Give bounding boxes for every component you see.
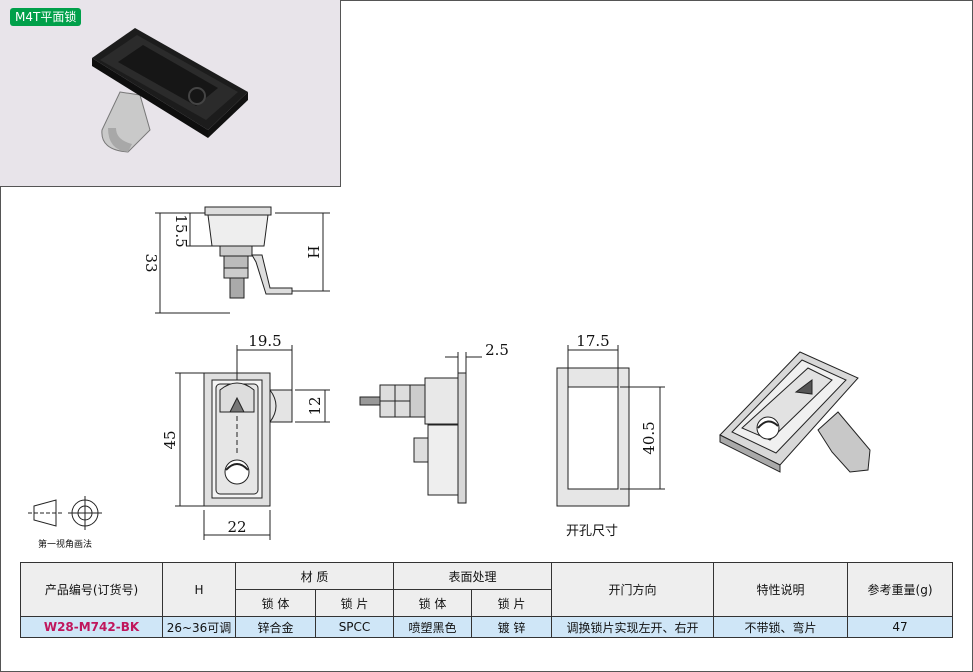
product-photo — [92, 28, 248, 153]
dim-front-height: 45 — [161, 430, 179, 449]
technical-drawing: 15.5 33 H 19.5 45 22 12 2.5 17.5 40.5 — [28, 206, 871, 540]
cell-material-body: 锌合金 — [235, 616, 316, 638]
front-view — [175, 345, 330, 540]
dim-side-top: 15.5 — [172, 214, 190, 247]
cell-feature: 不带锁、弯片 — [713, 616, 849, 638]
dim-front-tab: 12 — [306, 396, 324, 415]
header-surface-plate: 锁 片 — [471, 589, 553, 617]
cell-surface-plate: 镀 锌 — [471, 616, 553, 638]
product-title-badge: M4T平面锁 — [10, 8, 82, 26]
header-feature: 特性说明 — [713, 562, 849, 617]
section-view — [359, 352, 482, 504]
dim-cutout-height: 40.5 — [640, 421, 658, 454]
cell-h: 26~36可调 — [162, 616, 236, 638]
table-row: W28-M742-BK 26~36可调 锌合金 SPCC 喷塑黑色 镀 锌 调换… — [20, 616, 954, 638]
header-weight: 参考重量(g) — [847, 562, 954, 617]
header-material: 材 质 — [234, 562, 395, 590]
projection-caption: 第一视角画法 — [38, 540, 93, 550]
dim-front-width: 19.5 — [248, 332, 281, 350]
spec-table: 产品编号(订货号) H 材 质 表面处理 开门方向 特性说明 参考重量(g) 锁… — [20, 562, 954, 638]
dim-plate: 2.5 — [485, 341, 509, 359]
dim-cutout-width: 17.5 — [576, 332, 609, 350]
header-h: H — [162, 562, 236, 617]
header-material-plate: 锁 片 — [314, 589, 395, 617]
header-direction: 开门方向 — [551, 562, 715, 617]
header-surface-body: 锁 体 — [393, 589, 473, 617]
cell-direction: 调换锁片实现左开、右开 — [551, 616, 715, 638]
cell-surface-body: 喷塑黑色 — [393, 616, 473, 638]
cell-material-plate: SPCC — [314, 616, 395, 638]
header-model: 产品编号(订货号) — [20, 562, 163, 617]
cell-weight: 47 — [847, 616, 954, 638]
dim-side-h: H — [304, 245, 322, 258]
product-photo-panel: M4T平面锁 — [0, 0, 341, 187]
header-material-body: 锁 体 — [235, 589, 316, 617]
cutout-view — [556, 345, 665, 507]
isometric-view — [719, 351, 871, 473]
cutout-caption: 开孔尺寸 — [566, 524, 619, 539]
dim-side-total: 33 — [142, 253, 160, 272]
cell-model: W28-M742-BK — [20, 616, 163, 638]
projection-symbol — [28, 496, 102, 530]
dim-front-bottom: 22 — [227, 518, 246, 536]
header-surface: 表面处理 — [393, 562, 553, 590]
side-view — [155, 206, 330, 314]
